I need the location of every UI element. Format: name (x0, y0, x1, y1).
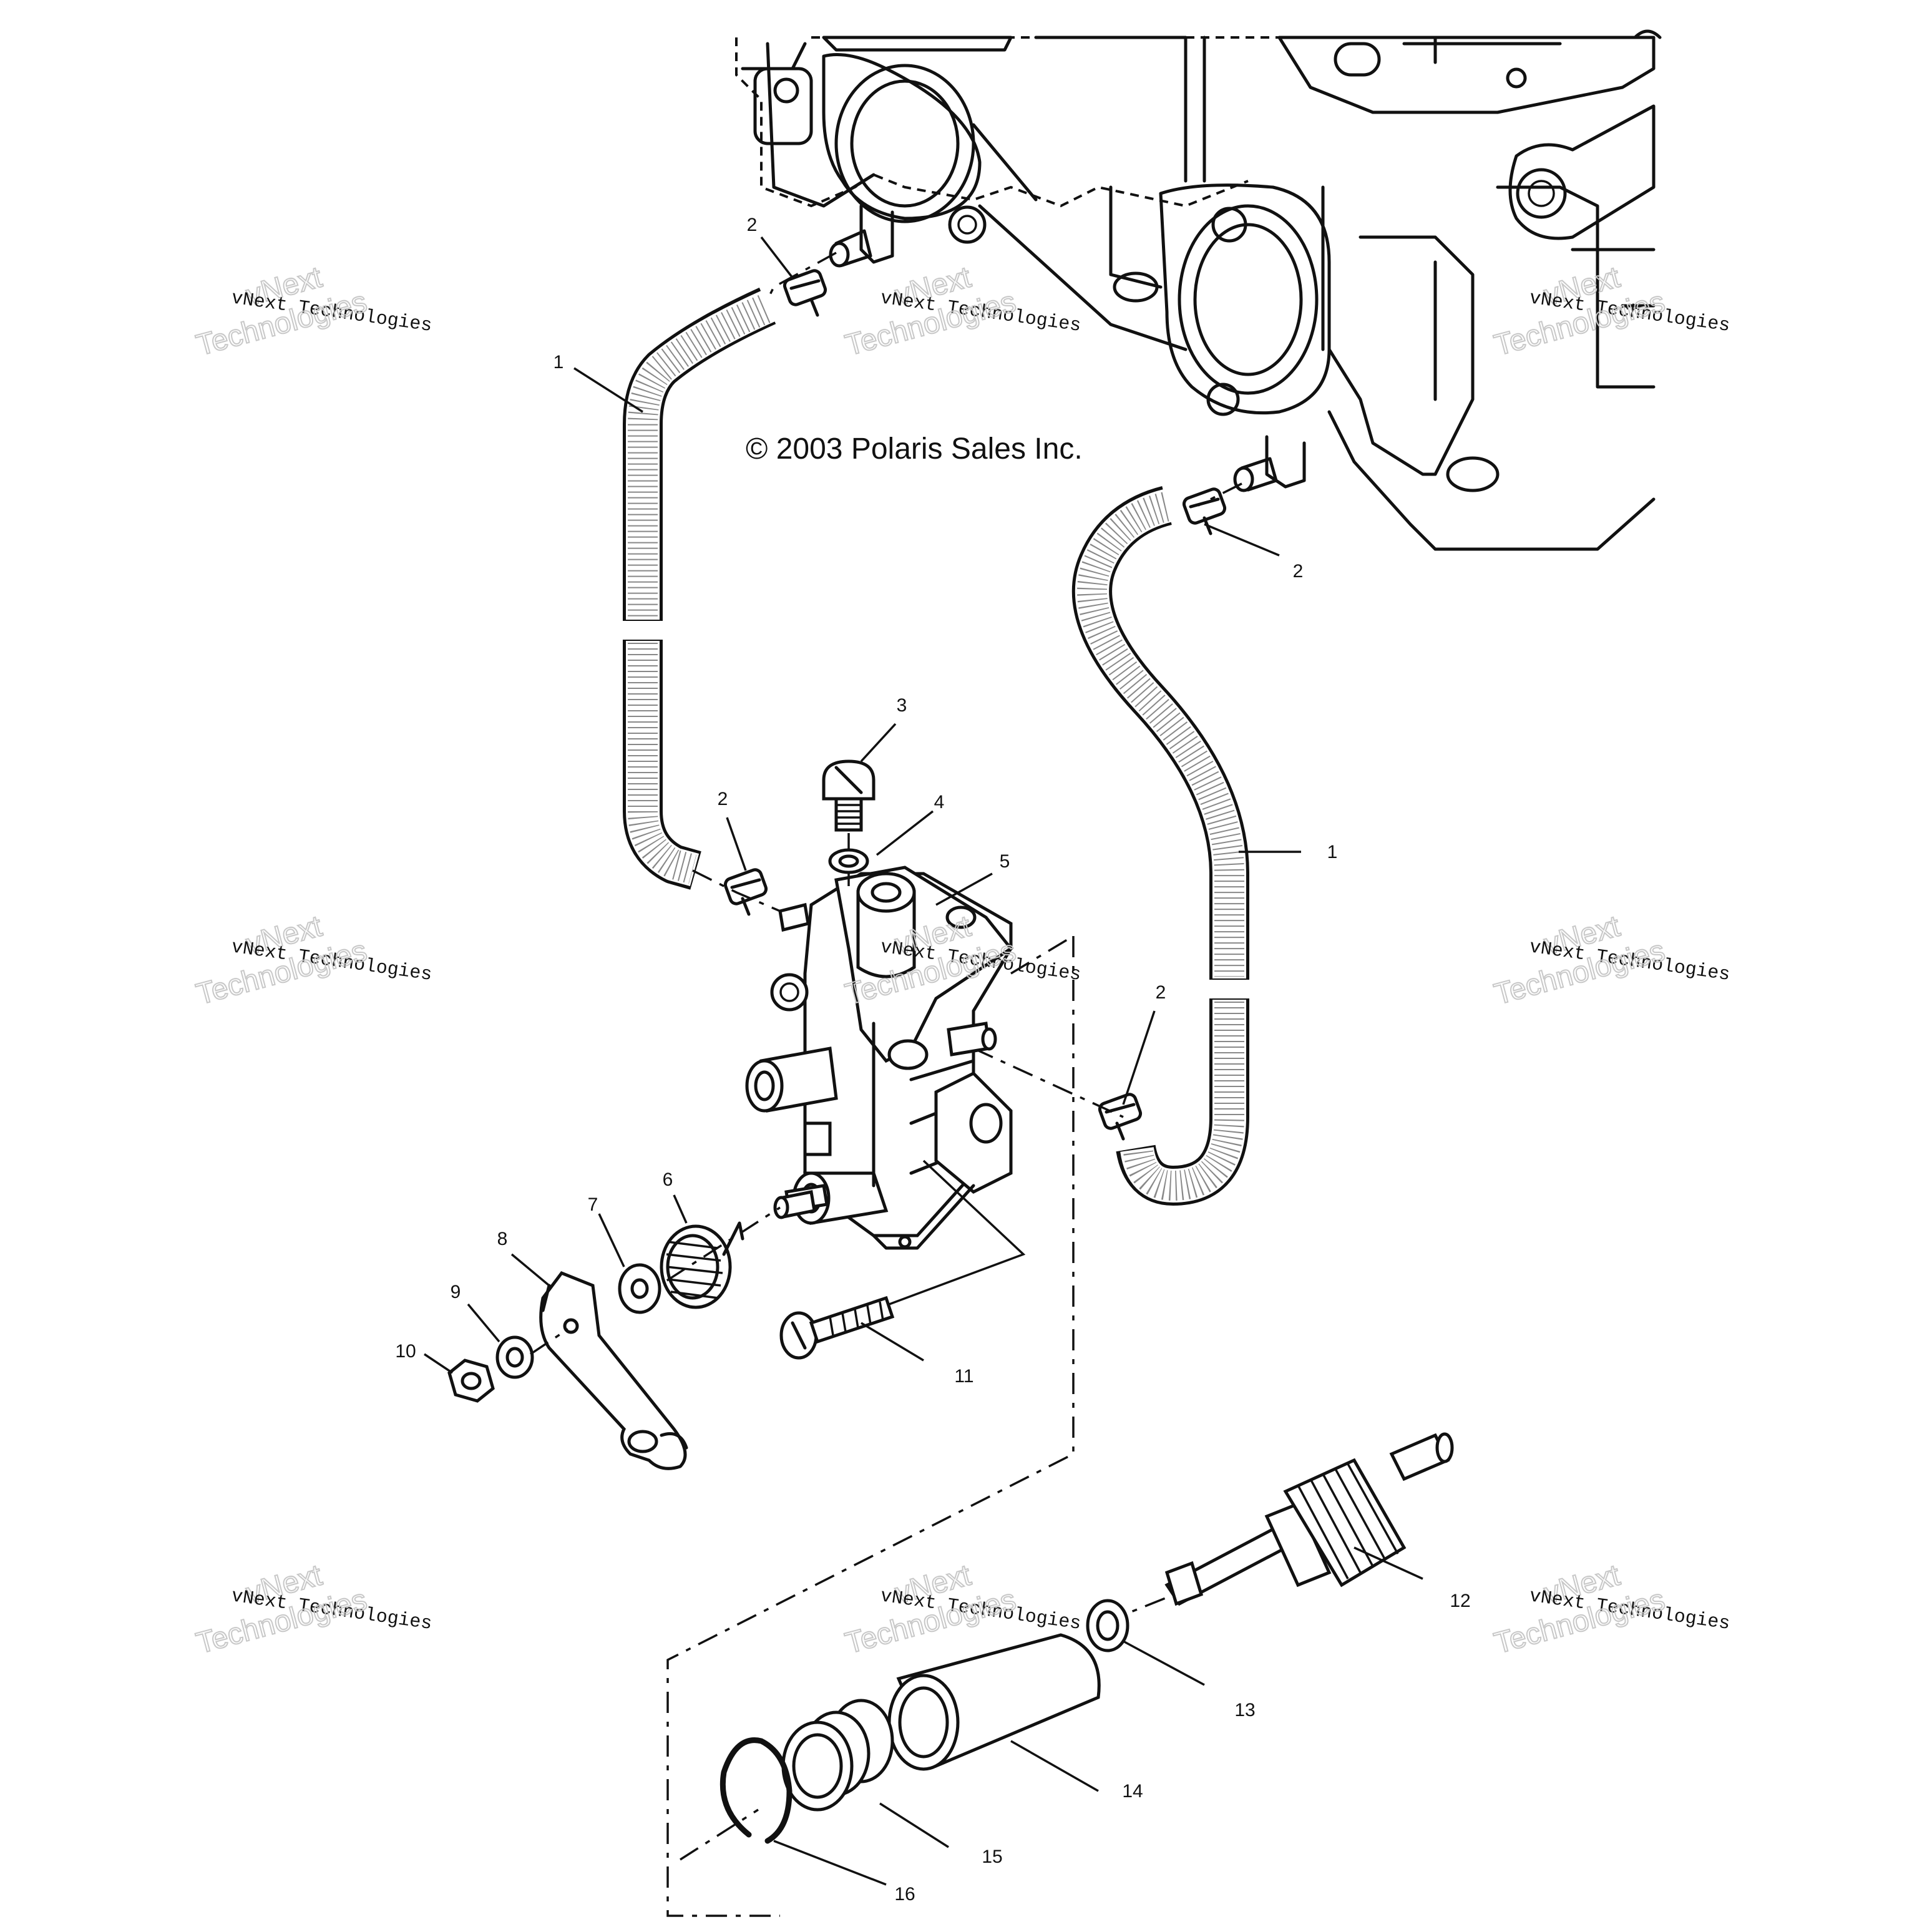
return-spring (660, 1221, 744, 1309)
hose-right-upper (1072, 485, 1249, 980)
watermark-3: vNext vNext Technologies Technologies (1490, 260, 1731, 363)
hose-clamp-top-left (783, 269, 827, 317)
hex-nut (447, 1359, 495, 1403)
watermark-4: vNext vNext Technologies Technologies (192, 909, 433, 1012)
callout-14: 14 (1122, 1781, 1143, 1802)
callout-2-pump-left: 2 (718, 789, 728, 809)
flat-washer (618, 1263, 661, 1314)
retaining-ring (719, 1737, 793, 1844)
hose-left-lower (623, 640, 701, 890)
mounting-screw (779, 1295, 895, 1360)
callout-7: 7 (588, 1194, 598, 1215)
hose-clamp-pump-left (723, 868, 768, 916)
callout-2-top-left: 2 (747, 215, 758, 235)
callout-4: 4 (934, 792, 945, 812)
drive-gear-shaft (1164, 1432, 1454, 1606)
callout-16: 16 (894, 1884, 915, 1905)
watermark-6: vNext vNext Technologies Technologies (1490, 909, 1731, 1012)
watermark-9: vNext vNext Technologies Technologies (1490, 1558, 1731, 1661)
thrust-washer (1086, 1599, 1129, 1652)
callout-2-pump-right: 2 (1156, 982, 1166, 1003)
callout-10: 10 (395, 1341, 416, 1362)
callout-2-top-right: 2 (1293, 561, 1304, 582)
watermark-7: vNext vNext Technologies Technologies (192, 1558, 433, 1661)
engine-cylinder-block (735, 29, 1662, 551)
callout-3: 3 (897, 695, 907, 716)
callout-12: 12 (1450, 1591, 1470, 1611)
callout-5: 5 (1000, 851, 1010, 872)
callout-1-left: 1 (554, 352, 564, 373)
oil-pump-body (745, 866, 1013, 1250)
copyright-notice: © 2003 Polaris Sales Inc. (746, 432, 1083, 466)
callout-13: 13 (1234, 1700, 1255, 1720)
phantom-assembly-box (666, 936, 1075, 1917)
watermark-2: vNext vNext Technologies Technologies (841, 260, 1082, 363)
sealing-washer (828, 848, 869, 874)
oil-seal (781, 1699, 894, 1812)
hose-clamp-top-right (1182, 487, 1227, 535)
callout-11: 11 (954, 1366, 973, 1387)
callout-6: 6 (663, 1169, 673, 1190)
callout-9: 9 (451, 1282, 461, 1302)
banjo-bolt (822, 759, 876, 832)
callout-15: 15 (982, 1847, 1002, 1867)
leader-lines (424, 236, 1423, 1886)
callout-numbers: 1 2 2 3 2 4 5 1 2 6 7 8 9 10 11 12 13 14… (395, 215, 1470, 1905)
hose-right-lower (1116, 998, 1249, 1206)
watermark-1: vNext vNext Technologies Technologies (192, 260, 433, 363)
control-lever (539, 1271, 688, 1470)
bushing (887, 1633, 1101, 1771)
hose-left-upper (623, 287, 776, 621)
callout-8: 8 (497, 1229, 508, 1249)
callout-1-right: 1 (1327, 842, 1338, 862)
lock-washer (495, 1335, 534, 1379)
